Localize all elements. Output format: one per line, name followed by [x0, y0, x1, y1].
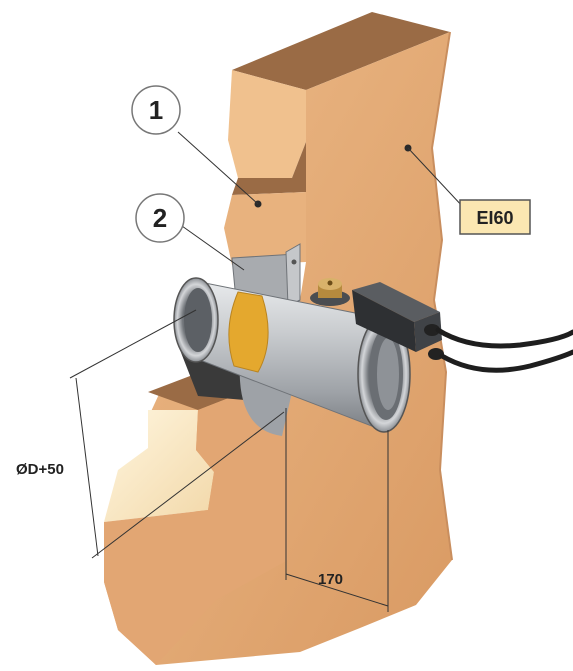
wall-lower-front [104, 378, 290, 665]
cable-upper [435, 327, 573, 349]
leader-line-2 [181, 225, 245, 271]
duct-right-inner [377, 338, 399, 410]
wall-lower-light-face [104, 410, 214, 522]
diameter-dimension: ØD+50 [16, 309, 285, 559]
diameter-dim-line [75, 377, 99, 557]
diameter-ext-lower [91, 411, 285, 559]
cable-lower [439, 349, 573, 373]
callout-2-label: 2 [153, 203, 167, 233]
actuator-front [352, 290, 416, 352]
diameter-ext-upper [69, 309, 197, 379]
cable-gland-upper [424, 324, 440, 336]
leader-line-ei60 [407, 147, 465, 209]
callout-2-circle [135, 193, 185, 243]
callout-2: 2 [135, 193, 185, 243]
leader-line-1 [177, 131, 259, 205]
wall-main-face [104, 32, 452, 665]
length-dim-text: 170 [318, 571, 343, 588]
wall [104, 12, 453, 665]
fire-rating-label: EI60 [459, 199, 531, 235]
bracket-hole [291, 259, 297, 265]
diameter-dim-text: ØD+50 [16, 461, 64, 478]
duct-left-opening [184, 288, 212, 352]
fire-rating-box [459, 199, 531, 235]
fuse-screw [327, 280, 333, 286]
length-dim-line [285, 573, 389, 607]
wall-notch-top [232, 142, 306, 195]
fire-rating-text: EI60 [476, 208, 513, 228]
wall-edge-line [430, 31, 453, 561]
bracket-tab [285, 243, 301, 307]
wall-top [232, 12, 450, 90]
intumescent-band [228, 291, 269, 373]
callout-1: 1 [131, 85, 181, 135]
wall-upper-side [228, 70, 306, 178]
length-dimension: 170 [285, 408, 389, 612]
callout-1-circle [131, 85, 181, 135]
fire-damper [173, 243, 444, 436]
wall-notch-face [224, 192, 306, 265]
actuator-top [352, 282, 440, 322]
callout-1-label: 1 [149, 95, 163, 125]
